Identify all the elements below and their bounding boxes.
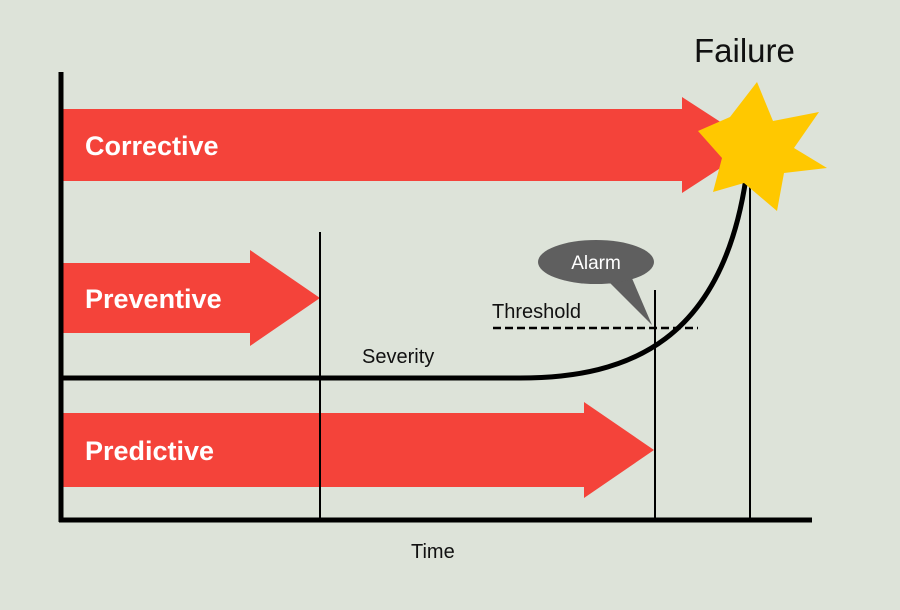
severity-label: Severity [362, 346, 434, 368]
preventive-arrow-shape [63, 250, 320, 346]
corrective-arrow-shape [63, 97, 756, 193]
predictive-label: Predictive [85, 436, 214, 466]
threshold-label: Threshold [492, 301, 581, 323]
preventive-arrow: Preventive [63, 250, 320, 346]
predictive-arrow: Predictive [63, 402, 654, 498]
burst-star-icon [698, 82, 827, 211]
corrective-label: Corrective [85, 131, 219, 161]
corrective-arrow: Corrective [63, 97, 756, 193]
predictive-arrow-shape [63, 402, 654, 498]
failure-marker: Failure [694, 32, 827, 211]
alarm-callout: Alarm [538, 240, 654, 325]
failure-label: Failure [694, 32, 795, 69]
severity-curve [60, 175, 749, 381]
preventive-label: Preventive [85, 284, 222, 314]
alarm-label: Alarm [571, 253, 621, 274]
speech-bubble-icon [538, 240, 654, 325]
time-axis-label: Time [411, 541, 455, 563]
